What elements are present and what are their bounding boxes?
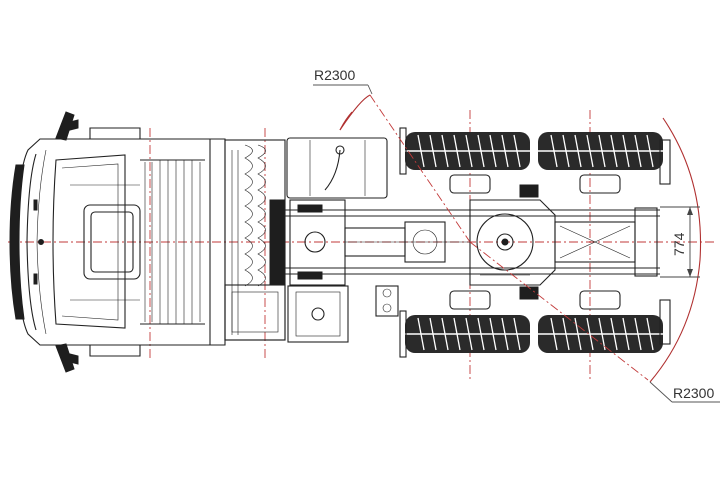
radius-dimension-bottom [469,117,720,403]
chassis-frame [285,199,660,286]
fifth-wheel [449,174,658,310]
battery-box [287,285,399,343]
width-label: 774 [671,232,687,256]
tire-axle1-right [405,315,530,353]
tire-axle2-left [538,132,663,170]
fuel-tank [286,137,388,199]
tire-axle2-right [538,315,663,353]
radius-label-bottom: R2300 [673,385,714,401]
width-dimension [660,206,700,278]
engine-area [224,139,286,341]
radius-label-top: R2300 [314,67,355,83]
rear-tires [399,127,671,358]
tire-axle1-left [405,132,530,170]
radius-dimension-top [313,84,471,243]
